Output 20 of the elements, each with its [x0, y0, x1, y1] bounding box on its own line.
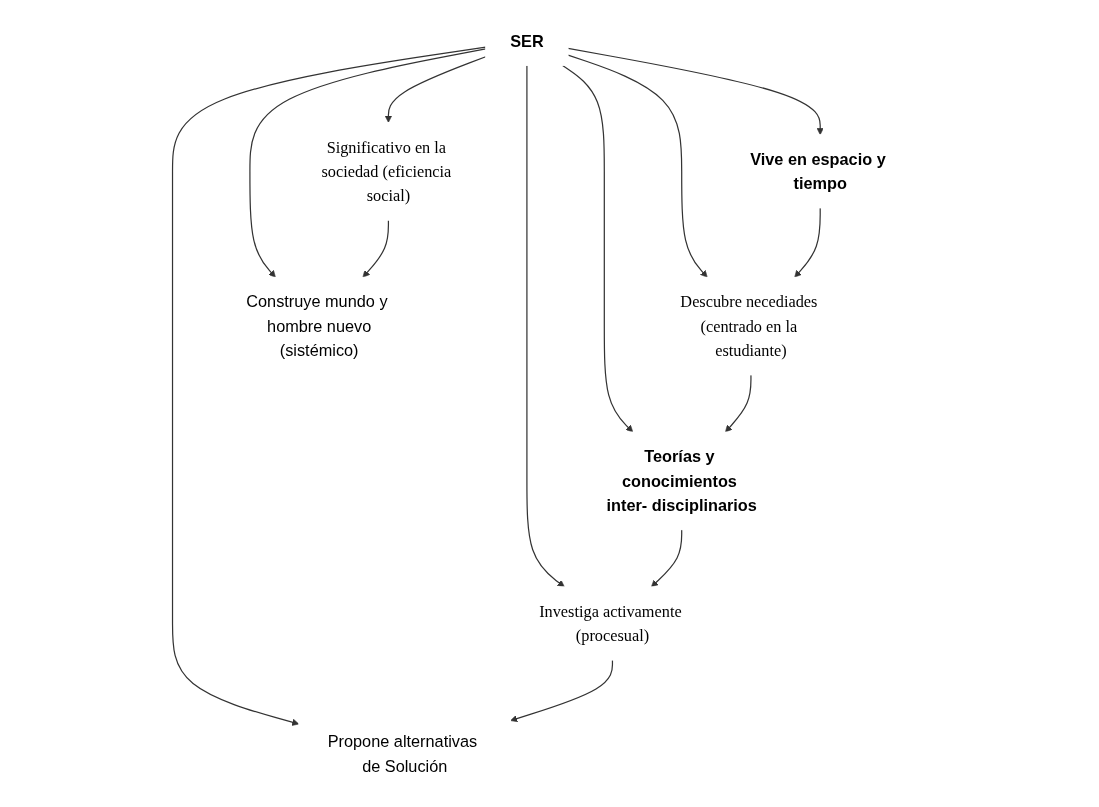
arrow	[362, 219, 390, 278]
arrow	[385, 56, 487, 123]
arrow	[562, 64, 634, 433]
arrow	[510, 659, 614, 723]
arrow	[794, 207, 821, 278]
arrow	[567, 47, 824, 135]
arrow	[651, 529, 683, 588]
arrow	[567, 54, 708, 278]
node-text: Propone alternativas de Solución	[327, 732, 478, 775]
node-text: Construye mundo y hombre nuevo (sistémico)	[246, 292, 388, 360]
arrow	[172, 46, 487, 726]
node-text: Vive en espacio y tiempo	[750, 150, 886, 193]
node-text: Investiga activamente (procesual)	[539, 602, 682, 645]
node-text: Significativo en la sociedad (eficiencia social)	[321, 137, 452, 205]
arrow	[725, 374, 752, 433]
node-text: SER	[510, 32, 544, 50]
arrow	[526, 64, 565, 588]
node-text: Descubre necediades (centrado en la estudiante)	[680, 292, 818, 360]
node-text: Teorías y conocimientos inter- disciplinarios	[606, 447, 758, 515]
arrow	[249, 48, 487, 278]
